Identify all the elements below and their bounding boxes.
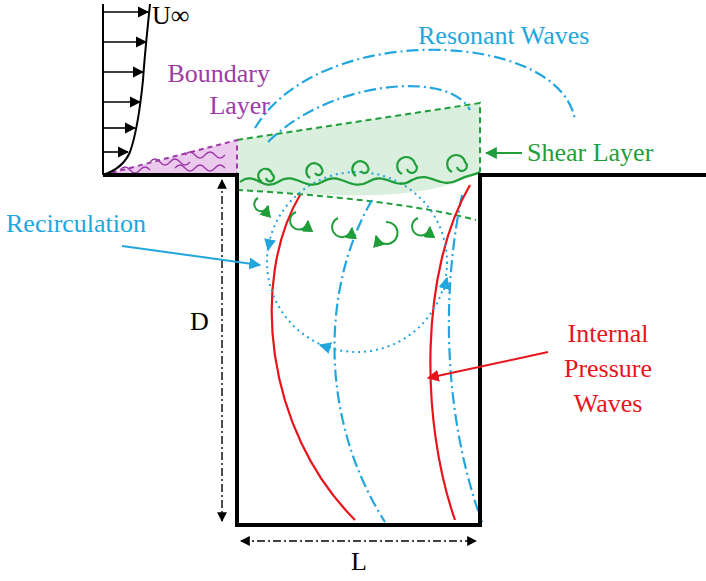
- cavity-wall: [103, 175, 706, 525]
- dimension-line: [222, 180, 476, 541]
- resonant-wave: [255, 50, 575, 522]
- velocity-profile: [103, 4, 150, 175]
- turbulence-squiggles: [120, 152, 225, 173]
- shear-vortices: [240, 155, 480, 185]
- wave-label: Resonant Waves: [418, 20, 589, 52]
- dimension-label: L: [351, 546, 367, 578]
- recirculation-loop: [267, 172, 447, 352]
- leader-arrow: [428, 352, 548, 378]
- internal-pressure-wave: [272, 185, 470, 520]
- region-label: Boundary Layer: [146, 58, 270, 122]
- wave-label: Internal Pressure Waves: [548, 316, 668, 421]
- boundary-layer-region: [103, 140, 237, 175]
- dimension-label: D: [190, 306, 209, 338]
- region-label: Shear Layer: [527, 137, 653, 169]
- leader-arrow: [122, 246, 260, 265]
- velocity-label: U∞: [152, 0, 189, 32]
- shear-layer-region: [237, 103, 480, 195]
- boundary-layer-edge: [103, 140, 237, 175]
- flow-label: Recirculation: [6, 208, 146, 240]
- shear-layer-edge: [237, 190, 476, 220]
- leader-arrow: [486, 152, 522, 154]
- small-vortex: [254, 198, 430, 244]
